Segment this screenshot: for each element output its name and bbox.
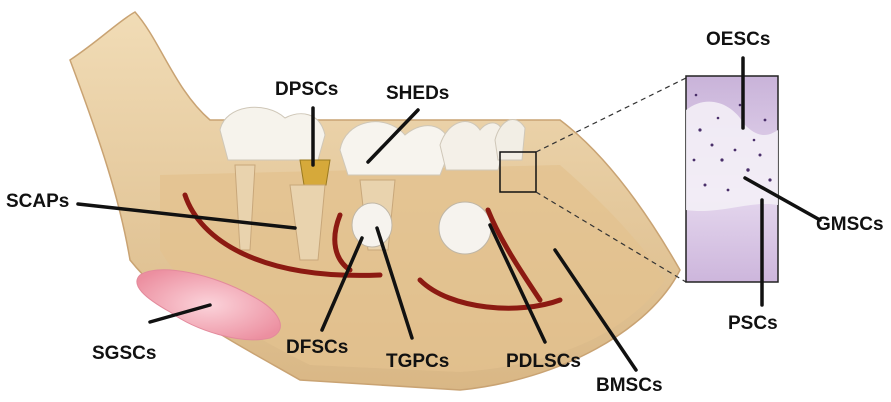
label-bmscs: BMSCs: [596, 376, 663, 395]
tooth-germ-1: [352, 203, 392, 247]
label-scaps: SCAPs: [6, 192, 69, 211]
label-oescs: OESCs: [706, 30, 770, 49]
label-tgpcs: TGPCs: [386, 352, 449, 371]
label-dfscs: DFSCs: [286, 338, 348, 357]
label-sheds: SHEDs: [386, 84, 449, 103]
label-gmscs: GMSCs: [816, 215, 884, 234]
label-dpscs: DPSCs: [275, 80, 338, 99]
label-pdlscs: PDLSCs: [506, 352, 581, 371]
label-pscs: PSCs: [728, 314, 778, 333]
tooth-germ-2: [439, 202, 491, 254]
label-sgscs: SGSCs: [92, 344, 156, 363]
